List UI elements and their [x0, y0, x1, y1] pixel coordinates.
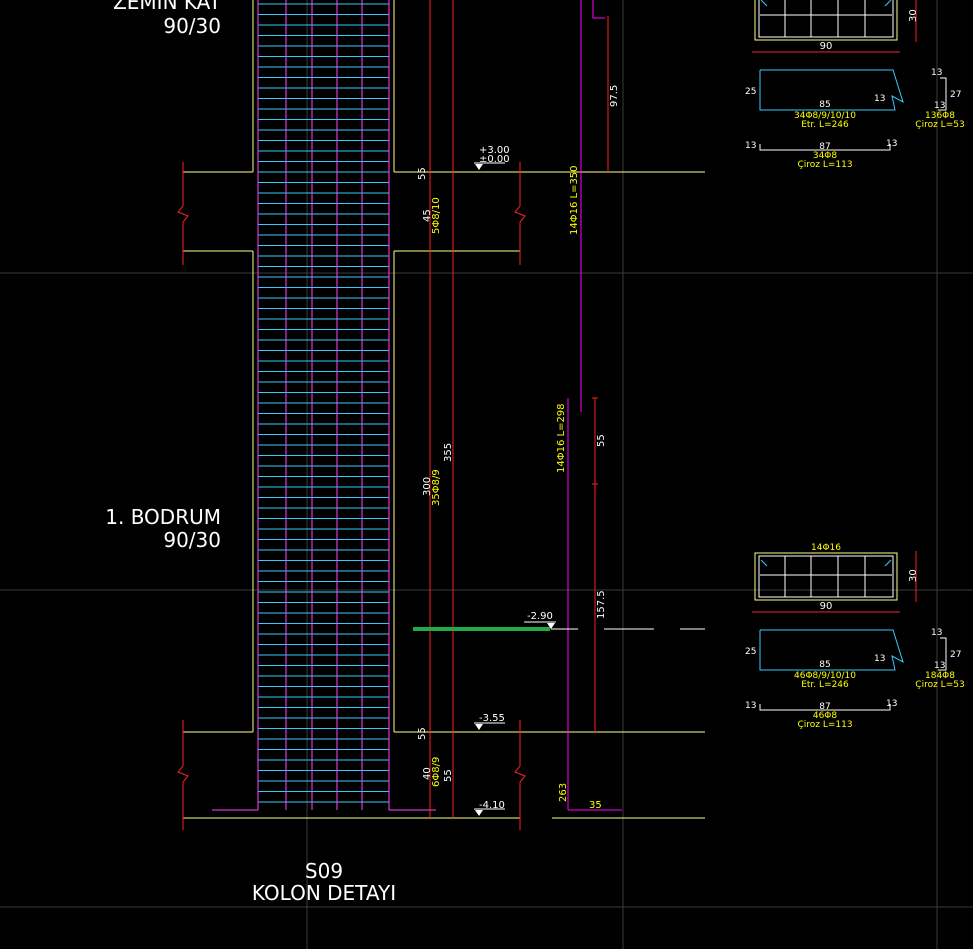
stirrup-height: 25 [745, 87, 756, 97]
floor-size: 90/30 [163, 528, 221, 552]
tie-spec: 136Φ8 [925, 111, 955, 121]
stirrup-height: 25 [745, 647, 756, 657]
dimension-texts: 55 45 5Φ8/10 355 300 35Φ8/9 55 40 6Φ8/9 … [417, 85, 620, 811]
title-line2: KOLON DETAYI [252, 881, 396, 905]
dim-text: 55 [596, 434, 607, 447]
straight-tie-spec: 46Φ8 [813, 711, 838, 721]
straight-tie-width: 87 [819, 142, 830, 152]
floor-name: ZEMİN KAT [113, 0, 222, 14]
stirrup-width: 85 [819, 100, 830, 110]
floor-label-bodrum: 1. BODRUM 90/30 [105, 505, 221, 552]
stirrup-length: Etr. L=246 [801, 680, 849, 690]
section-outline [754, 0, 898, 41]
section-stirrup [758, 0, 894, 38]
tie-spec: 184Φ8 [925, 671, 955, 681]
section-outline [754, 552, 898, 601]
title-line1: S09 [305, 859, 343, 883]
stirrup-text: 35Φ8/9 [431, 469, 442, 506]
dim-text: 97.5 [609, 85, 620, 107]
bar-text: 14Φ16 L=298 [556, 403, 567, 473]
level-marker-foundation: -4.10 [474, 800, 505, 816]
tie-dim-c: 13 [934, 661, 945, 671]
level-label: -2.90 [527, 611, 553, 622]
tie-length: Çiroz L=53 [915, 120, 964, 130]
stirrup-spec: 46Φ8/9/10/10 [794, 671, 856, 681]
level-marker-zemin: +3.00 ±0.00 [474, 145, 510, 170]
straight-tie-length: Çiroz L=113 [797, 720, 852, 730]
floor-size: 90/30 [163, 14, 221, 38]
level-label: ±0.00 [479, 154, 510, 165]
stirrup-length: Etr. L=246 [801, 120, 849, 130]
column-outline [183, 0, 705, 819]
stirrup-spec: 34Φ8/9/10/10 [794, 111, 856, 121]
section-hook [760, 0, 768, 7]
stirrup-hook: 13 [874, 94, 885, 104]
straight-tie-spec: 34Φ8 [813, 151, 838, 161]
floor-name: 1. BODRUM [105, 505, 221, 529]
break-lines [177, 162, 526, 830]
straight-tie-shape [759, 704, 891, 711]
section-hook [884, 0, 892, 7]
floor-label-zemin: ZEMİN KAT 90/30 [113, 0, 222, 38]
tie-dim-b: 27 [950, 650, 961, 660]
dimension-lines [429, 0, 609, 818]
stirrup-hook: 13 [874, 654, 885, 664]
straight-tie-left: 13 [745, 701, 756, 711]
straight-tie-shape [759, 144, 891, 151]
level-label: +3.00 [479, 145, 510, 156]
section-stirrup [758, 555, 894, 598]
dim-text: 300 [422, 477, 433, 496]
section-depth: 30 [908, 569, 919, 582]
level-marker-mid: -2.90 [524, 611, 556, 629]
tie-dim-c: 13 [934, 101, 945, 111]
section-width: 90 [820, 601, 833, 612]
stirrup-width: 85 [819, 660, 830, 670]
bar-text: 263 [558, 783, 569, 802]
section-hook [884, 559, 892, 567]
tie-shape [938, 637, 947, 671]
section-width: 90 [820, 41, 833, 52]
dim-text: 157.5 [596, 590, 607, 619]
straight-tie-length: Çiroz L=113 [797, 160, 852, 170]
dim-text: 55 [417, 167, 428, 180]
level-label: -4.10 [479, 800, 505, 811]
drawing-title: S09 KOLON DETAYI [252, 859, 396, 905]
dim-text: 55 [417, 727, 428, 740]
straight-tie-width: 87 [819, 702, 830, 712]
dim-text: 35 [589, 800, 602, 811]
tie-dim-a: 13 [931, 68, 942, 78]
tie-length: Çiroz L=53 [915, 680, 964, 690]
section-depth: 30 [908, 9, 919, 22]
stirrup-text: 6Φ8/9 [431, 757, 442, 787]
dim-text: 40 [422, 767, 433, 780]
straight-tie-right: 13 [886, 139, 897, 149]
column-rebar-cage [212, 0, 436, 811]
stirrup-text: 5Φ8/10 [431, 197, 442, 234]
level-marker-bodrum: -3.55 [474, 713, 505, 730]
longitudinal-bars [567, 0, 622, 811]
dim-text: 55 [443, 769, 454, 782]
dim-text: 355 [443, 443, 454, 462]
dim-text: 45 [422, 209, 433, 222]
tie-dim-b: 27 [950, 90, 961, 100]
stirrup-shape [759, 69, 904, 111]
tie-dim-a: 13 [931, 628, 942, 638]
straight-tie-right: 13 [886, 699, 897, 709]
tie-shape [938, 77, 947, 111]
straight-tie-left: 13 [745, 141, 756, 151]
section-hook [760, 559, 768, 567]
level-label: -3.55 [479, 713, 505, 724]
stirrup-shape [759, 629, 904, 671]
bar-text: 14Φ16 L=350 [569, 165, 580, 235]
section-bars: 14Φ16 [811, 543, 841, 553]
